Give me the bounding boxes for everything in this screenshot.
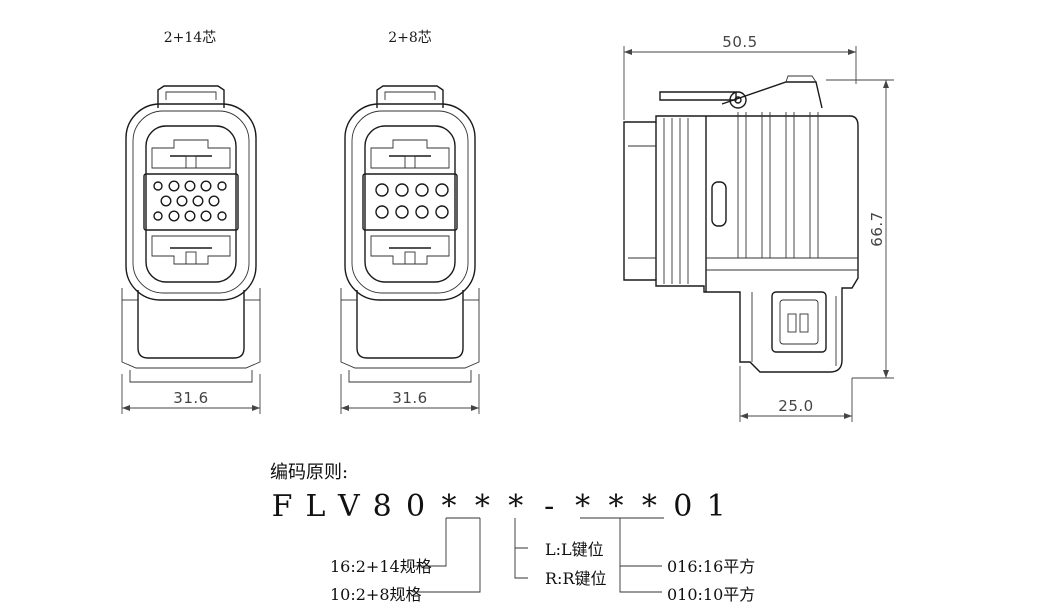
pin-panel-14 bbox=[143, 173, 239, 231]
code-char: L bbox=[305, 489, 325, 524]
legend-key-l: L:L键位 bbox=[545, 540, 604, 559]
side-view: 50.5 66.7 bbox=[623, 33, 894, 422]
code-char: 8 bbox=[373, 489, 392, 524]
legend-key-r: R:R键位 bbox=[545, 569, 607, 588]
dim-side-height: 66.7 bbox=[868, 211, 886, 246]
legend-wire-16: 016:16平方 bbox=[667, 557, 755, 576]
mating-face bbox=[145, 125, 237, 283]
pin-panel-8 bbox=[362, 173, 458, 231]
code-char: F bbox=[272, 489, 293, 524]
code-char: * bbox=[442, 489, 457, 524]
code-char: * bbox=[609, 489, 624, 524]
code-char: * bbox=[642, 489, 657, 524]
dim-width-2plus14: 31.6 bbox=[173, 389, 208, 407]
view-title-2plus14: 2+14芯 bbox=[164, 30, 216, 46]
code-char: - bbox=[544, 489, 554, 524]
mating-face bbox=[364, 125, 456, 283]
legend-core-16: 16:2+14规格 bbox=[330, 557, 432, 576]
code-char: V bbox=[337, 489, 361, 524]
code-char: * bbox=[575, 489, 590, 524]
coding-header: 编码原则: bbox=[270, 462, 348, 483]
code-char: 0 bbox=[406, 489, 425, 524]
view-title-2plus8: 2+8芯 bbox=[388, 30, 432, 46]
latch-pivot bbox=[729, 91, 747, 109]
side-slot bbox=[711, 181, 727, 227]
front-view-2plus14: 2+14芯 31.6 bbox=[121, 30, 261, 414]
housing-outline bbox=[344, 103, 476, 301]
code-char: 0 bbox=[673, 489, 692, 524]
pin-grid-14 bbox=[153, 180, 227, 222]
dim-side-base: 25.0 bbox=[778, 397, 813, 415]
pin-grid-8 bbox=[375, 183, 449, 219]
legend-wire-10: 010:10平方 bbox=[667, 585, 755, 604]
dim-side-width: 50.5 bbox=[722, 33, 757, 51]
side-housing-outline bbox=[623, 115, 859, 373]
code-char: 1 bbox=[707, 489, 726, 524]
code-char: * bbox=[508, 489, 523, 524]
housing-outline bbox=[125, 103, 257, 301]
dim-width-2plus8: 31.6 bbox=[392, 389, 427, 407]
front-view-2plus8: 2+8芯 31.6 bbox=[340, 30, 480, 414]
legend-core-10: 10:2+8规格 bbox=[330, 585, 422, 604]
code-char: * bbox=[475, 489, 490, 524]
